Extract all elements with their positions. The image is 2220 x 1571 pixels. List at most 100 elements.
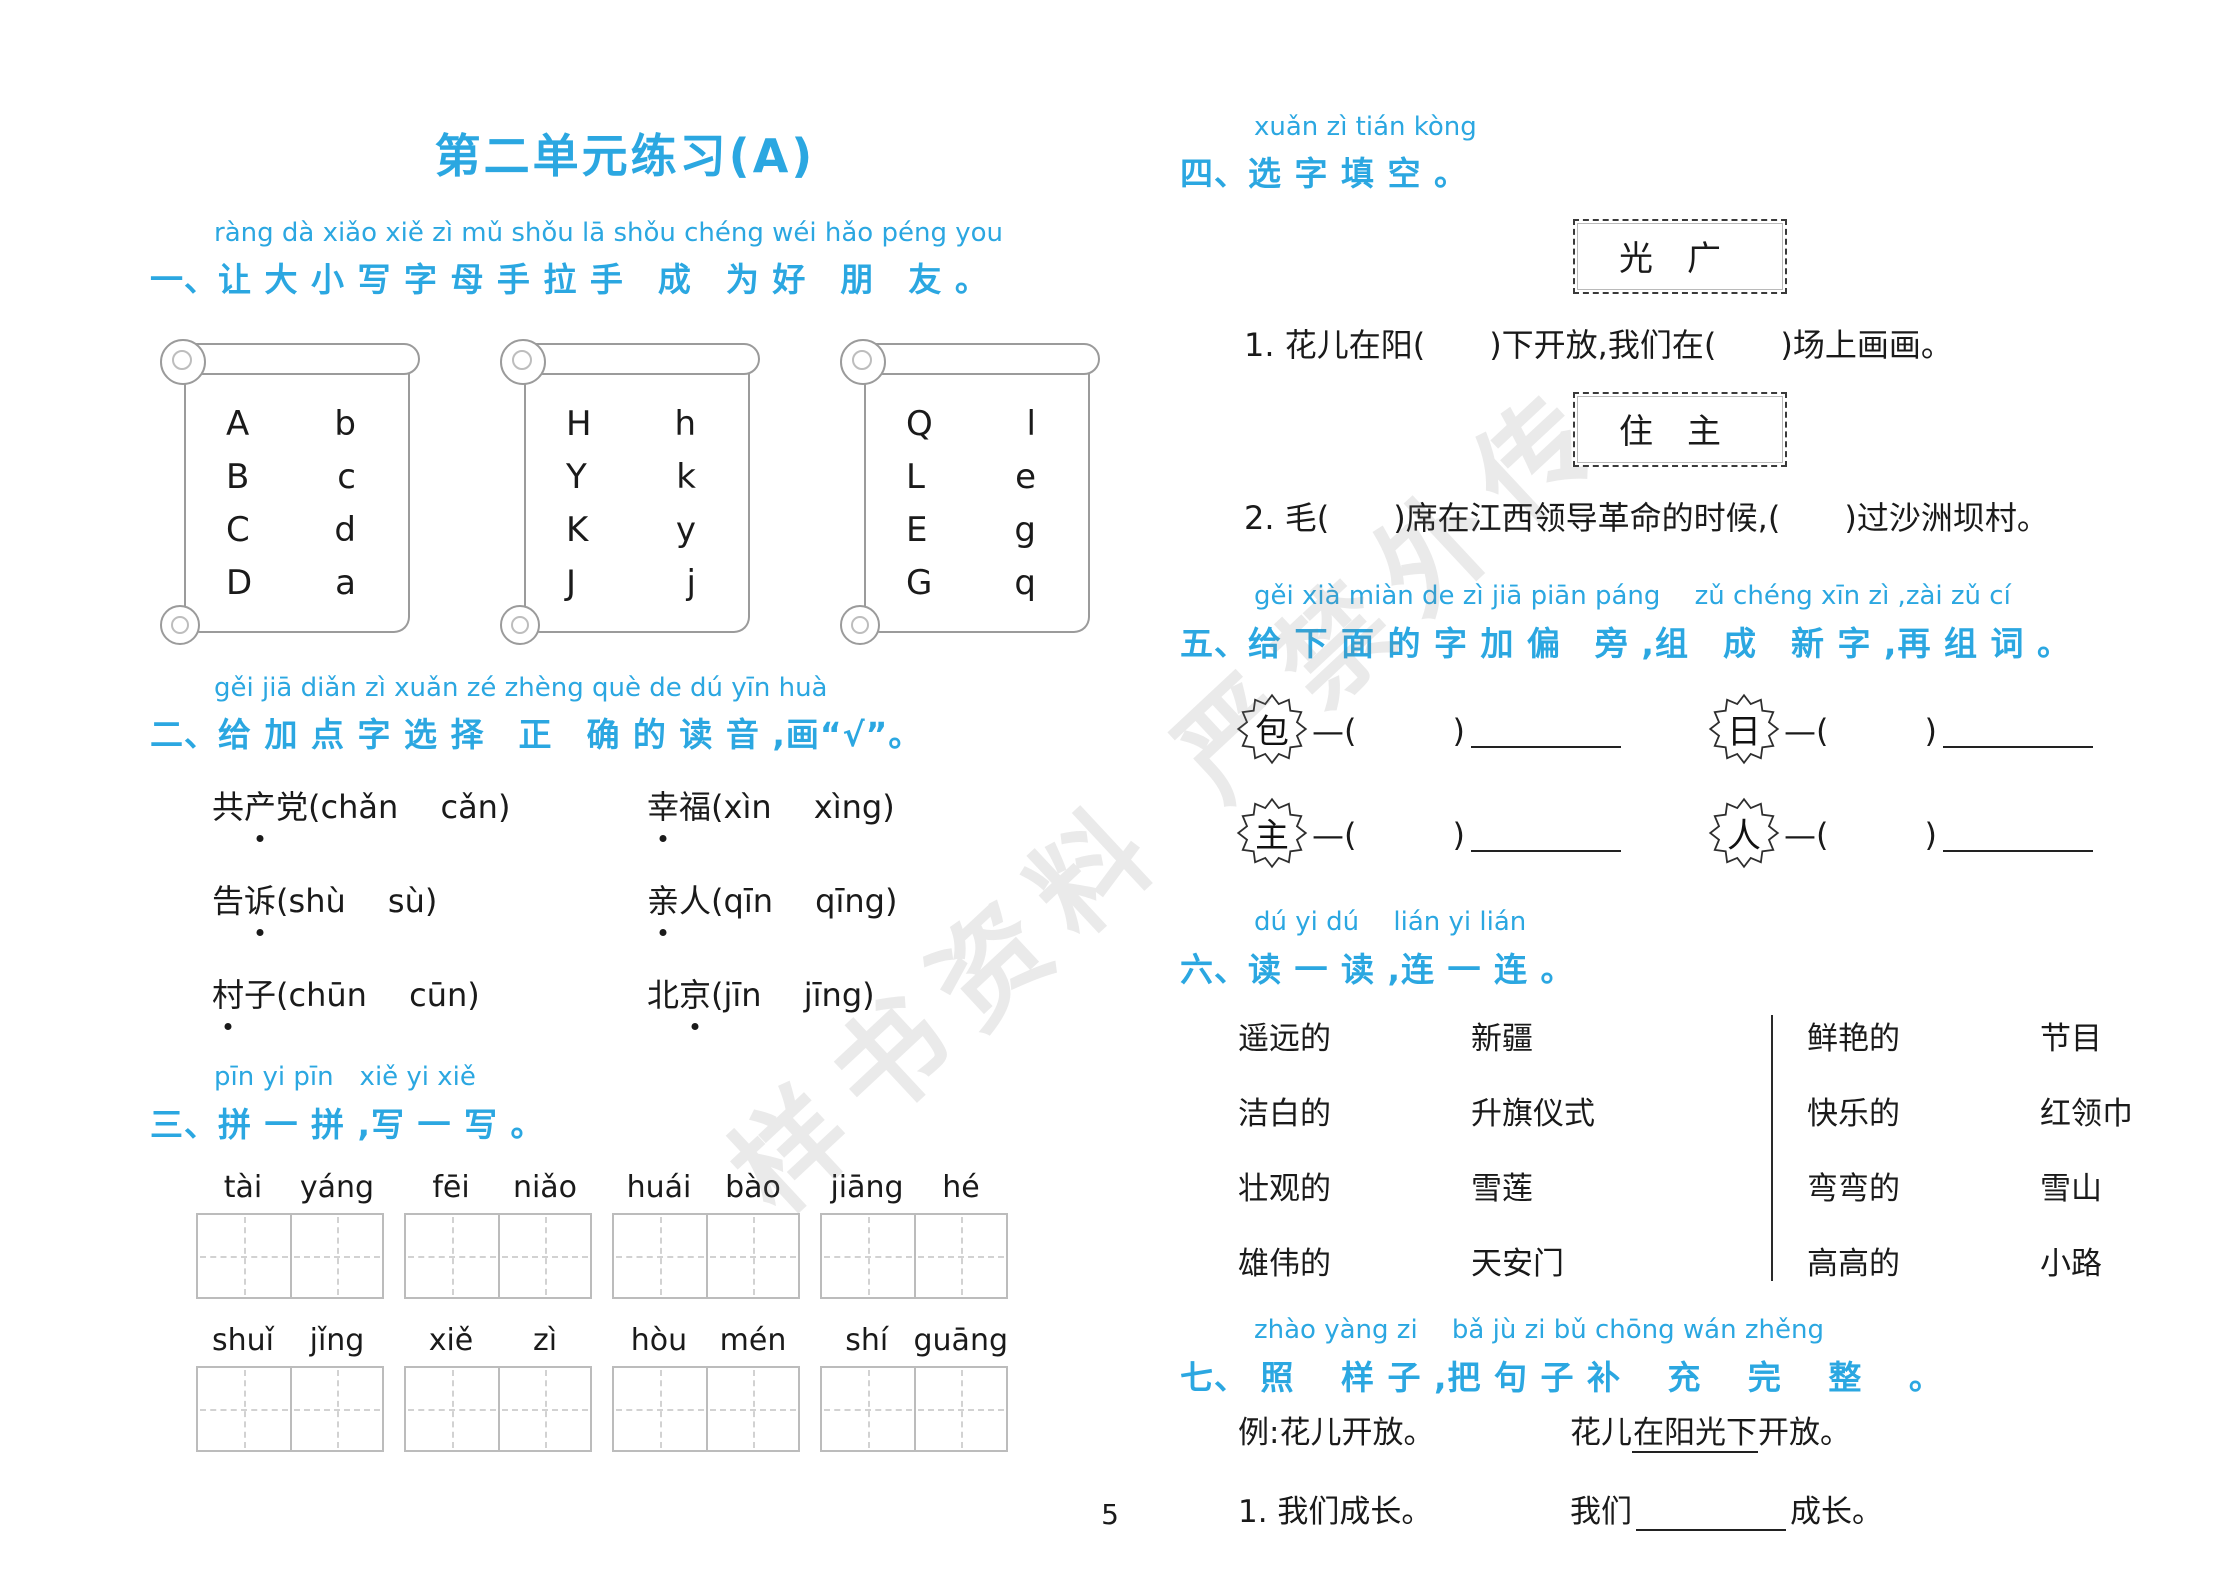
sentence-row: 1. 我们成长。 我们 成长。: [1238, 1486, 2180, 1531]
character-cell: [822, 1215, 914, 1297]
match-adjective: 弯弯的: [1807, 1171, 1900, 1207]
choice-char: 光: [1619, 239, 1687, 279]
sentence-label: 1. 我们成长。: [1238, 1494, 1433, 1530]
writing-grid: [196, 1366, 384, 1452]
page-number: 5: [1101, 1498, 1119, 1531]
section1-heading: 一、让 大 小 写 字 母 手 拉 手 成 为 好 朋 友 。: [150, 260, 989, 299]
uppercase-letter: E: [906, 509, 928, 550]
uppercase-letter: Q: [906, 403, 933, 444]
answer-parens: —( ): [1312, 712, 1465, 750]
underlined-phrase: 在阳光下: [1632, 1415, 1758, 1453]
match-noun: 雪莲: [1471, 1171, 1533, 1207]
page-title: 第二单元练习(A): [434, 129, 816, 183]
writing-grid-row: [150, 1213, 1100, 1299]
sentence-pre: 花儿: [1570, 1415, 1632, 1451]
syllable: jiāng: [830, 1170, 904, 1205]
lowercase-letter: a: [335, 562, 356, 603]
sentence-label: 2. 乡亲们立石碑。: [1238, 1565, 1570, 1571]
choice-box: 住主: [1573, 392, 1787, 467]
fill-sentence: 1. 花儿在阳( )下开放,我们在( )场上画画。: [1244, 326, 1953, 364]
sentence-exercise: 例:花儿开放。 花儿在阳光下开放。 1. 我们成长。 我们 成长。 2. 乡亲们立…: [1180, 1407, 2180, 1571]
match-adjective: 高高的: [1807, 1246, 1900, 1282]
character-cell: [406, 1215, 498, 1297]
pinyin-options: (jīn jīng): [711, 976, 875, 1014]
character-cell: [822, 1368, 914, 1450]
character-cell: [406, 1368, 498, 1450]
example-row: 例:花儿开放。 花儿在阳光下开放。: [1238, 1407, 2180, 1453]
writing-grid: [612, 1366, 800, 1452]
character-cell: [914, 1368, 1006, 1450]
radical-row: 包 —( ) 日 —( ): [1236, 693, 2180, 765]
uppercase-letter: D: [226, 562, 253, 603]
uppercase-letter: L: [906, 456, 925, 497]
radical-row: 主 —( ) 人 —( ): [1236, 797, 2180, 869]
starburst-shape: 包: [1236, 693, 1308, 765]
uppercase-letter: G: [906, 562, 933, 603]
radical-item: 人 —( ): [1708, 797, 2180, 869]
word-blank: [1470, 814, 1621, 852]
scroll-bottom-curl: [840, 605, 880, 645]
section3-pinyin: pīn yi pīn xiě yi xiě: [214, 1062, 476, 1092]
sentence-pre: 我们: [1570, 1494, 1632, 1530]
character-cell: [498, 1368, 590, 1450]
match-adjective: 雄伟的: [1238, 1246, 1331, 1282]
pinyin-options: (chūn cūn): [276, 976, 480, 1014]
syllable: hòu: [630, 1323, 688, 1358]
match-noun: 新疆: [1471, 1021, 1533, 1057]
choice-char: 住: [1619, 412, 1687, 452]
character-cell: [614, 1368, 706, 1450]
match-noun: 红领巾: [2040, 1096, 2133, 1132]
match-noun: 雪山: [2040, 1171, 2102, 1207]
base-character: 日: [1727, 712, 1761, 751]
word-blank: [1942, 710, 2093, 748]
match-group-right: 鲜艳的节目 快乐的红领巾 弯弯的雪山 高高的小路: [1773, 1013, 2220, 1283]
syllable: shí: [845, 1323, 889, 1358]
syllable: xiě: [428, 1323, 474, 1358]
choice-box: 光广: [1573, 219, 1787, 294]
pinyin-options: (chǎn cǎn): [308, 788, 511, 826]
match-noun: 升旗仪式: [1471, 1096, 1595, 1132]
fill-sentence: 2. 毛( )席在江西领导革命的时候,( )过沙洲坝村。: [1244, 499, 2049, 537]
character-cell: [290, 1215, 382, 1297]
lowercase-letter: y: [675, 509, 696, 550]
choice-char: 广: [1687, 239, 1755, 279]
character-cell: [198, 1368, 290, 1450]
example-label: 例:花儿开放。: [1238, 1415, 1435, 1451]
uppercase-letter: Y: [566, 456, 587, 497]
sentence-post: 成长。: [1790, 1494, 1883, 1530]
section5-heading: 五、给 下 面 的 字 加 偏 旁 ,组 成 新 字 ,再 组 词 。: [1180, 624, 2071, 663]
pinyin-options: (qīn qīng): [711, 882, 898, 920]
pinyin-options: (shù sù): [276, 882, 438, 920]
word-post: 福: [679, 788, 712, 826]
example-sentence: 花儿在阳光下开放。: [1570, 1407, 1851, 1453]
starburst-shape: 人: [1708, 797, 1780, 869]
word-blank: [1942, 814, 2093, 852]
lowercase-letter: q: [1014, 562, 1036, 603]
writing-grid: [404, 1366, 592, 1452]
dotted-char: 亲: [647, 876, 679, 922]
scroll-bottom-curl: [160, 605, 200, 645]
choice-box-wrap: 光广: [1180, 219, 2180, 294]
uppercase-letter: J: [566, 562, 577, 603]
dotted-char: 村: [212, 970, 244, 1016]
syllable: bào: [725, 1170, 781, 1205]
right-column: xuǎn zì tián kòng 四、选 字 填 空 。 光广 1. 花儿在阳…: [1180, 112, 2180, 1571]
pronunciation-item: 亲人(qīn qīng): [647, 876, 1100, 922]
answer-parens: —( ): [1784, 816, 1937, 854]
character-cell: [290, 1368, 382, 1450]
dotted-char: 诉: [244, 876, 276, 922]
writing-grid-row: [150, 1366, 1100, 1452]
uppercase-letter: K: [566, 509, 589, 550]
scroll-top-roll: [500, 339, 760, 385]
